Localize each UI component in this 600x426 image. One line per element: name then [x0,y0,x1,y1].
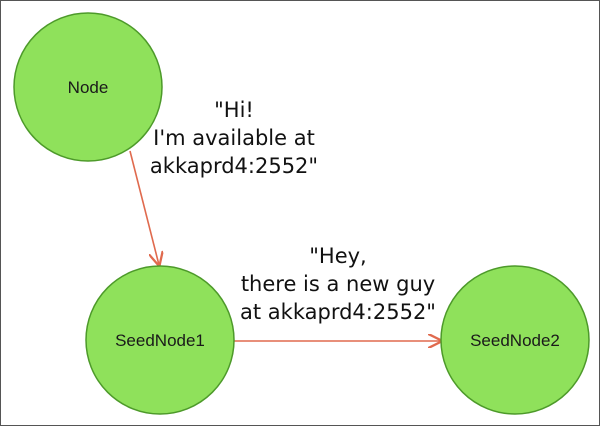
arrow-node-to-seednode1 [129,150,159,265]
message-hi: "Hi! I'm available at akkaprd4:2552" [150,98,318,178]
seednode2-circle [440,265,590,415]
message-hi-line-1: "Hi! [214,98,254,122]
node-seednode2: SeedNode2 [440,265,590,415]
node-seednode1: SeedNode1 [85,265,235,415]
message-hey-line-3: at akkaprd4:2552" [240,300,436,324]
seednode2-label: SeedNode2 [470,331,560,350]
seednode1-circle [85,265,235,415]
seednode1-label: SeedNode1 [115,331,205,350]
message-hey-line-2: there is a new guy [241,272,435,296]
message-hey: "Hey, there is a new guy at akkaprd4:255… [240,244,436,324]
message-hi-line-3: akkaprd4:2552" [150,154,318,178]
message-hi-line-2: I'm available at [153,126,315,150]
node-label: Node [68,78,109,97]
node-node: Node [13,12,163,162]
message-hey-line-1: "Hey, [309,244,366,268]
node-circle [13,12,163,162]
